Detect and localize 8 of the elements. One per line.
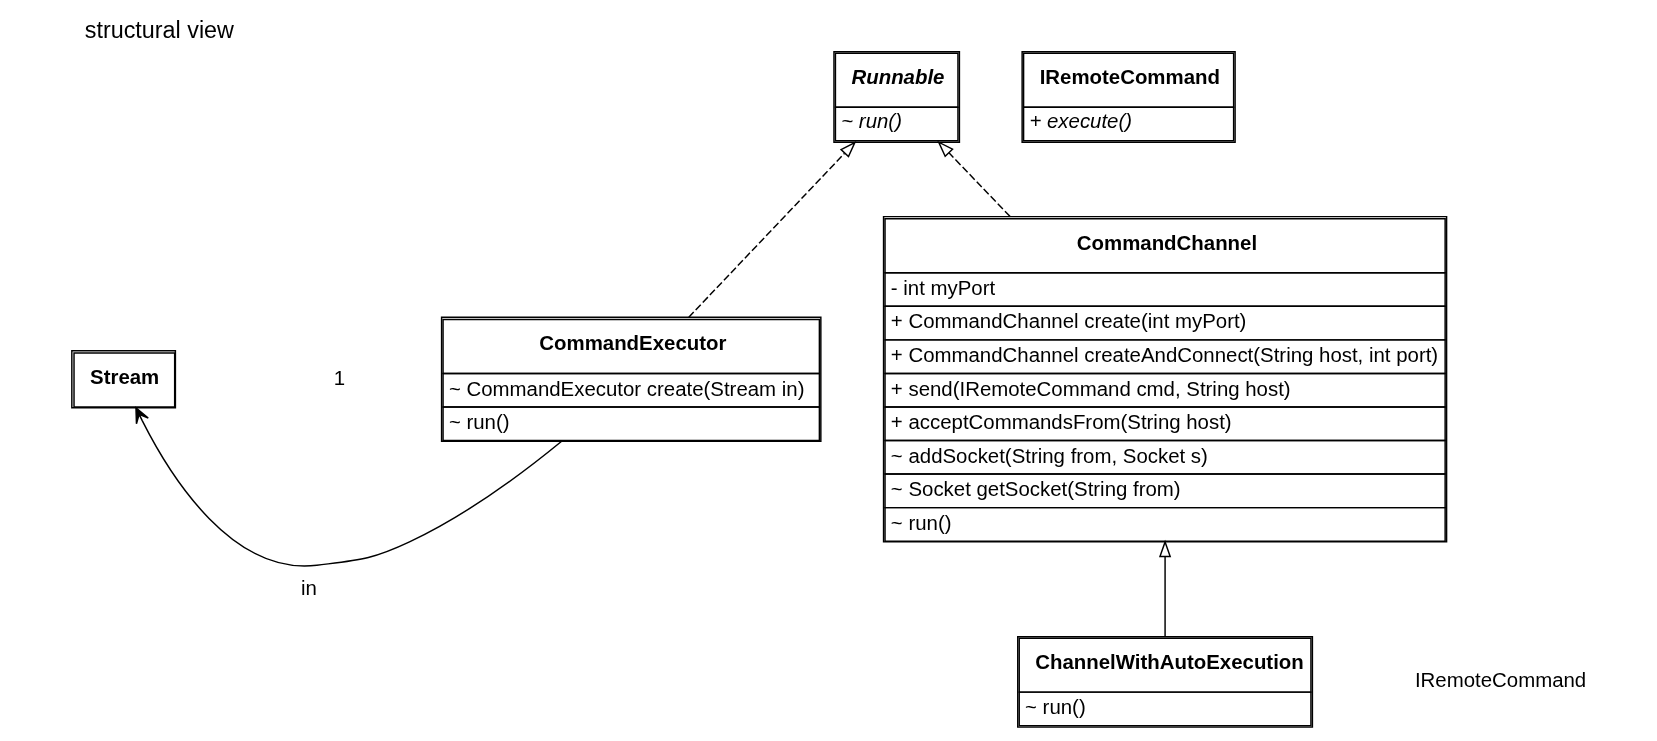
diagram-title: structural view (84, 17, 234, 44)
arrow (1158, 539, 1172, 637)
arrow (937, 140, 1011, 218)
edge-label: in (300, 576, 317, 599)
arrow (135, 407, 563, 567)
label: 1 (333, 366, 346, 389)
arrow (688, 140, 857, 318)
label: IRemoteCommand (1414, 669, 1587, 692)
